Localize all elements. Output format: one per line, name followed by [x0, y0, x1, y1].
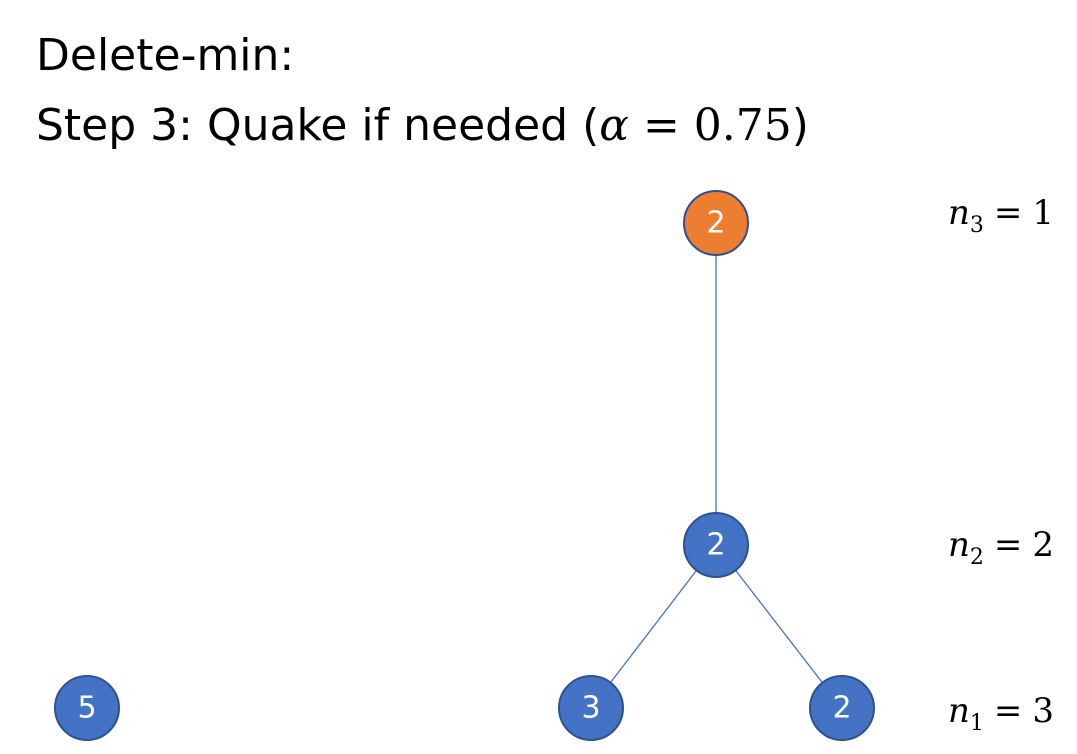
level-equals: = [994, 525, 1023, 565]
node-label: 2 [706, 206, 725, 241]
slide-title-line1: Delete-min: [36, 30, 295, 81]
node-leaf-left: 3 [558, 675, 624, 741]
alpha-value: 0.75 [693, 100, 792, 151]
node-leaf-right: 2 [809, 675, 875, 741]
level-value: 2 [1032, 525, 1054, 565]
edges-layer [590, 223, 843, 709]
level-value: 3 [1032, 691, 1054, 731]
level-var: n [948, 691, 970, 731]
edge-mid-leaf-left [590, 544, 717, 709]
title-step-text: Step 3: Quake if needed ( [36, 100, 600, 151]
level-var: n [948, 193, 970, 233]
level-equals: = [994, 691, 1023, 731]
alpha-symbol: α [599, 100, 629, 151]
nodes-layer: 2 2 3 2 5 [54, 190, 875, 741]
node-label: 5 [77, 691, 96, 726]
node-root: 2 [683, 190, 749, 256]
level-equals: = [994, 193, 1023, 233]
node-circle [558, 675, 624, 741]
node-circle [54, 675, 120, 741]
level-counts: n3=1n2=2n1=3 [948, 193, 1054, 736]
node-circle [809, 675, 875, 741]
node-label: 2 [706, 528, 725, 563]
level-subscript: 1 [970, 711, 984, 736]
slide-title-line2: Step 3: Quake if needed (α = 0.75) [36, 104, 809, 148]
level-var: n [948, 525, 970, 565]
level-value: 1 [1032, 193, 1054, 233]
node-label: 3 [581, 691, 600, 726]
node-isolated: 5 [54, 675, 120, 741]
level-count-1: n1 =3 [948, 691, 1054, 736]
node-label: 2 [832, 691, 851, 726]
alpha-equals: = [628, 100, 694, 151]
level-subscript: 2 [970, 545, 984, 570]
node-circle [683, 190, 749, 256]
level-count-3: n3 =1 [948, 193, 1054, 238]
title-close-paren: ) [791, 100, 809, 151]
level-subscript: 3 [970, 213, 984, 238]
edge-mid-leaf-right [715, 544, 843, 709]
node-circle [683, 512, 749, 578]
node-mid: 2 [683, 512, 749, 578]
level-count-2: n2=2 [948, 525, 1054, 570]
